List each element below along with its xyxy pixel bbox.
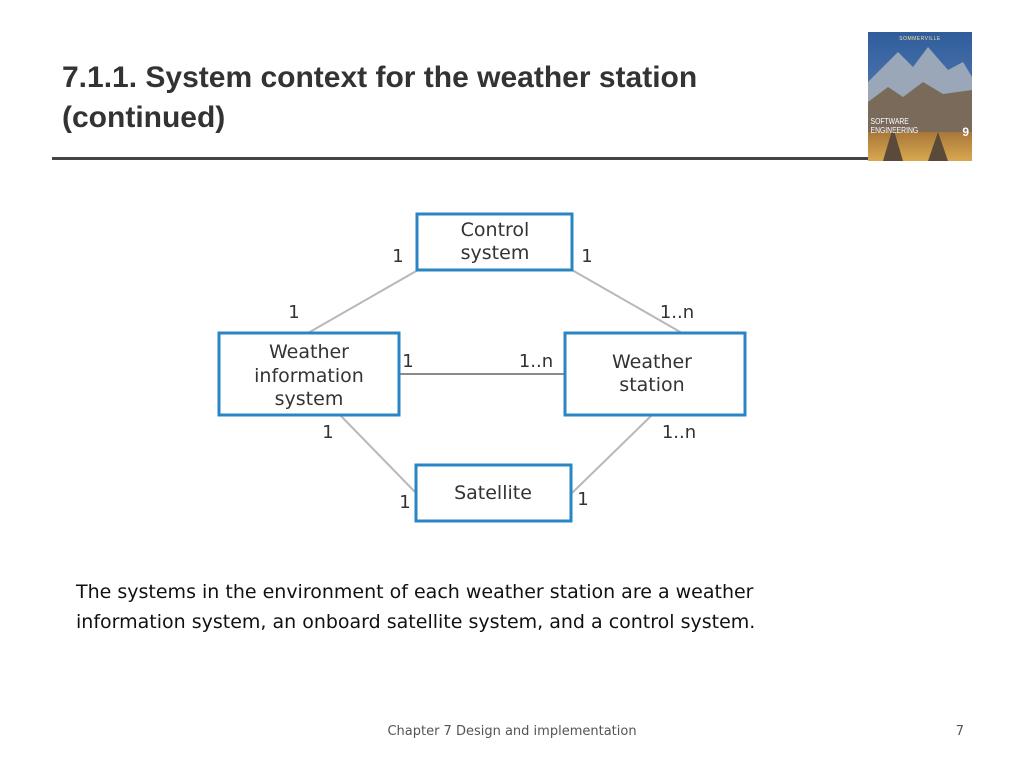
mult-ws-top: 1..n <box>660 302 694 323</box>
edge-control-to-wis <box>307 269 419 334</box>
book-cover-art <box>868 32 972 161</box>
mult-control-left: 1 <box>392 246 403 267</box>
node-label: Weather <box>269 341 349 363</box>
mult-control-right: 1 <box>581 246 592 267</box>
cover-author: SOMMERVILLE <box>899 36 941 42</box>
title-divider <box>52 157 868 160</box>
caption-line-2: information system, an onboard satellite… <box>76 611 756 633</box>
node-weather-station: Weather station <box>563 331 747 417</box>
node-control-system: Control system <box>415 212 574 272</box>
node-label: Satellite <box>454 482 532 504</box>
node-label: Control <box>461 219 530 241</box>
mult-wis-top: 1 <box>288 302 299 323</box>
slide-title: 7.1.1. System context for the weather st… <box>62 58 842 138</box>
mult-sat-left: 1 <box>399 492 410 513</box>
edge-wis-to-satellite <box>339 414 417 494</box>
node-label: station <box>619 374 684 396</box>
title-line-1: 7.1.1. System context for the weather st… <box>62 61 698 94</box>
cover-edition: 9 <box>962 125 969 139</box>
mult-sat-right: 1 <box>577 489 588 510</box>
node-label: information <box>254 365 364 387</box>
caption-line-1: The systems in the environment of each w… <box>76 581 754 603</box>
mult-ws-bottom: 1..n <box>662 422 696 443</box>
edge-ws-to-satellite <box>571 414 653 494</box>
edge-control-to-ws <box>571 269 683 334</box>
mult-wis-right: 1 <box>402 351 413 372</box>
node-label: Weather <box>612 351 692 373</box>
node-label: system <box>275 388 344 410</box>
node-label: system <box>461 242 530 264</box>
book-cover-image: SOMMERVILLE SOFTWARE ENGINEERING 9 <box>868 32 972 161</box>
mult-wis-bottom: 1 <box>322 422 333 443</box>
slide-footer: Chapter 7 Design and implementation <box>387 724 637 739</box>
cover-title: SOFTWARE ENGINEERING <box>870 117 919 135</box>
node-satellite: Satellite <box>414 463 573 523</box>
page-number: 7 <box>955 724 964 739</box>
title-line-2: (continued) <box>62 101 226 134</box>
node-weather-information-system: Weather information system <box>217 331 401 417</box>
slide-caption: The systems in the environment of each w… <box>76 577 836 637</box>
mult-ws-left: 1..n <box>519 351 553 372</box>
